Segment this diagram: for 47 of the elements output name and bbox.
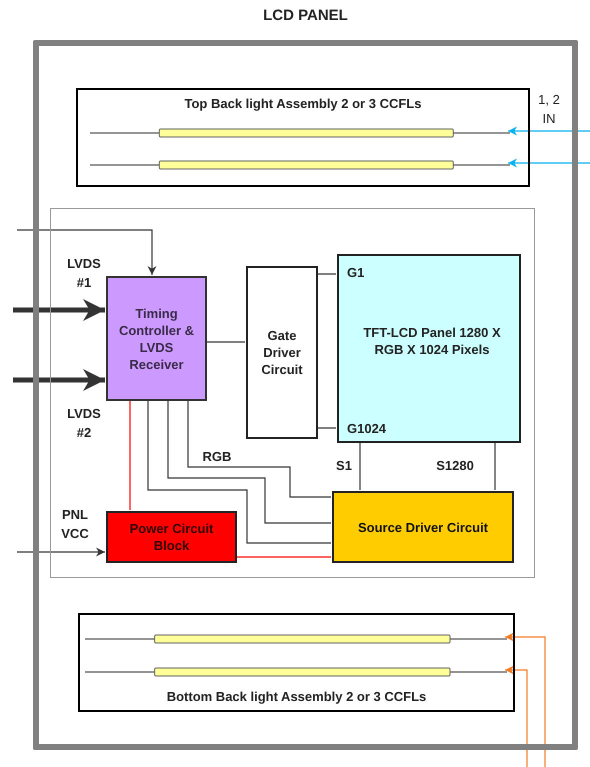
arrow — [505, 632, 546, 767]
input-label: 1, 2 IN — [537, 91, 561, 128]
ccfl-lamp — [85, 633, 507, 645]
connector-line — [167, 400, 331, 524]
arrow — [508, 158, 590, 168]
edge-label: LVDS #2 — [66, 405, 102, 442]
arrow — [13, 369, 105, 391]
connector-line — [317, 273, 336, 275]
power-block — [106, 511, 237, 563]
driver-block — [332, 491, 514, 563]
ccfl-lamp — [90, 127, 510, 139]
assembly-title: Top Back light Assembly 2 or 3 CCFLs — [184, 95, 422, 112]
circuit-board-box — [50, 208, 535, 578]
driver-block — [246, 266, 318, 439]
edge-label: LVDS #1 — [66, 255, 102, 292]
connector-line — [359, 442, 361, 490]
edge-label: S1280 — [435, 457, 475, 475]
edge-label: PNL VCC — [60, 506, 90, 543]
arrow — [508, 126, 590, 136]
panel-title: LCD PANEL — [262, 6, 349, 26]
connector-line — [147, 400, 331, 544]
connector-line — [129, 400, 131, 510]
arrow — [13, 299, 105, 321]
block-label: Power Circuit Block — [128, 520, 214, 554]
block-label: Source Driver Circuit — [358, 518, 488, 536]
arrow — [17, 229, 156, 275]
ccfl-lamp — [90, 159, 510, 171]
connector-line — [187, 400, 331, 498]
display-panel-block — [337, 254, 521, 443]
arrow — [505, 666, 528, 767]
edge-label: S1 — [335, 457, 353, 475]
connector-line — [236, 556, 331, 558]
connector-line — [494, 442, 496, 490]
gate-line-label: G1 — [347, 264, 364, 281]
connector-line — [317, 427, 336, 429]
block-label: Timing Controller & LVDS Receiver — [118, 304, 196, 372]
edge-label: RGB — [202, 448, 232, 466]
block-label: Gate Driver Circuit — [260, 327, 304, 378]
gate-line-label: G1024 — [347, 420, 386, 437]
assembly-title: Bottom Back light Assembly 2 or 3 CCFLs — [166, 688, 428, 705]
backlight-assembly-box — [76, 88, 530, 187]
ccfl-lamp — [85, 666, 507, 678]
arrow — [17, 548, 105, 556]
backlight-assembly-box — [78, 613, 515, 712]
connector-line — [206, 341, 245, 343]
block-label: TFT-LCD Panel 1280 X RGB X 1024 Pixels — [362, 324, 502, 358]
controller-block — [106, 276, 207, 401]
